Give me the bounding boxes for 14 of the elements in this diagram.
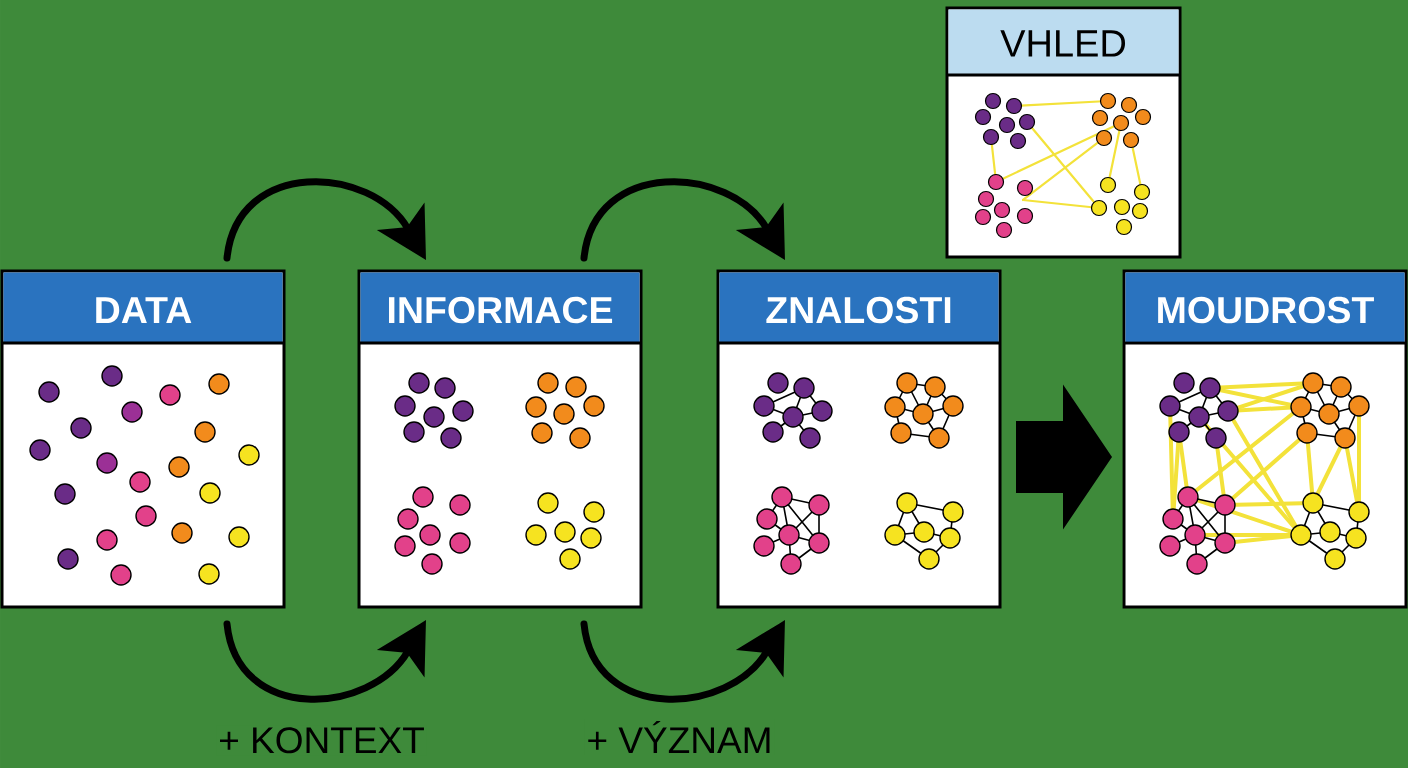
panel-header: ZNALOSTI [718,272,1000,345]
curved-arrow [223,620,426,703]
panel-header: INFORMACE [359,272,641,345]
panel [357,269,643,609]
curved-arrow [580,178,785,262]
panel-header: DATA [2,272,284,345]
panel-header: MOUDROST [1124,272,1406,345]
curved-arrow [223,178,426,262]
panel-header: VHLED [947,9,1180,77]
curved-arrow [580,620,785,703]
edge-label: + VÝZNAM [584,718,775,755]
block-arrow [1016,384,1112,530]
panel [0,269,286,609]
edge-label: + KONTEXT [216,725,427,756]
